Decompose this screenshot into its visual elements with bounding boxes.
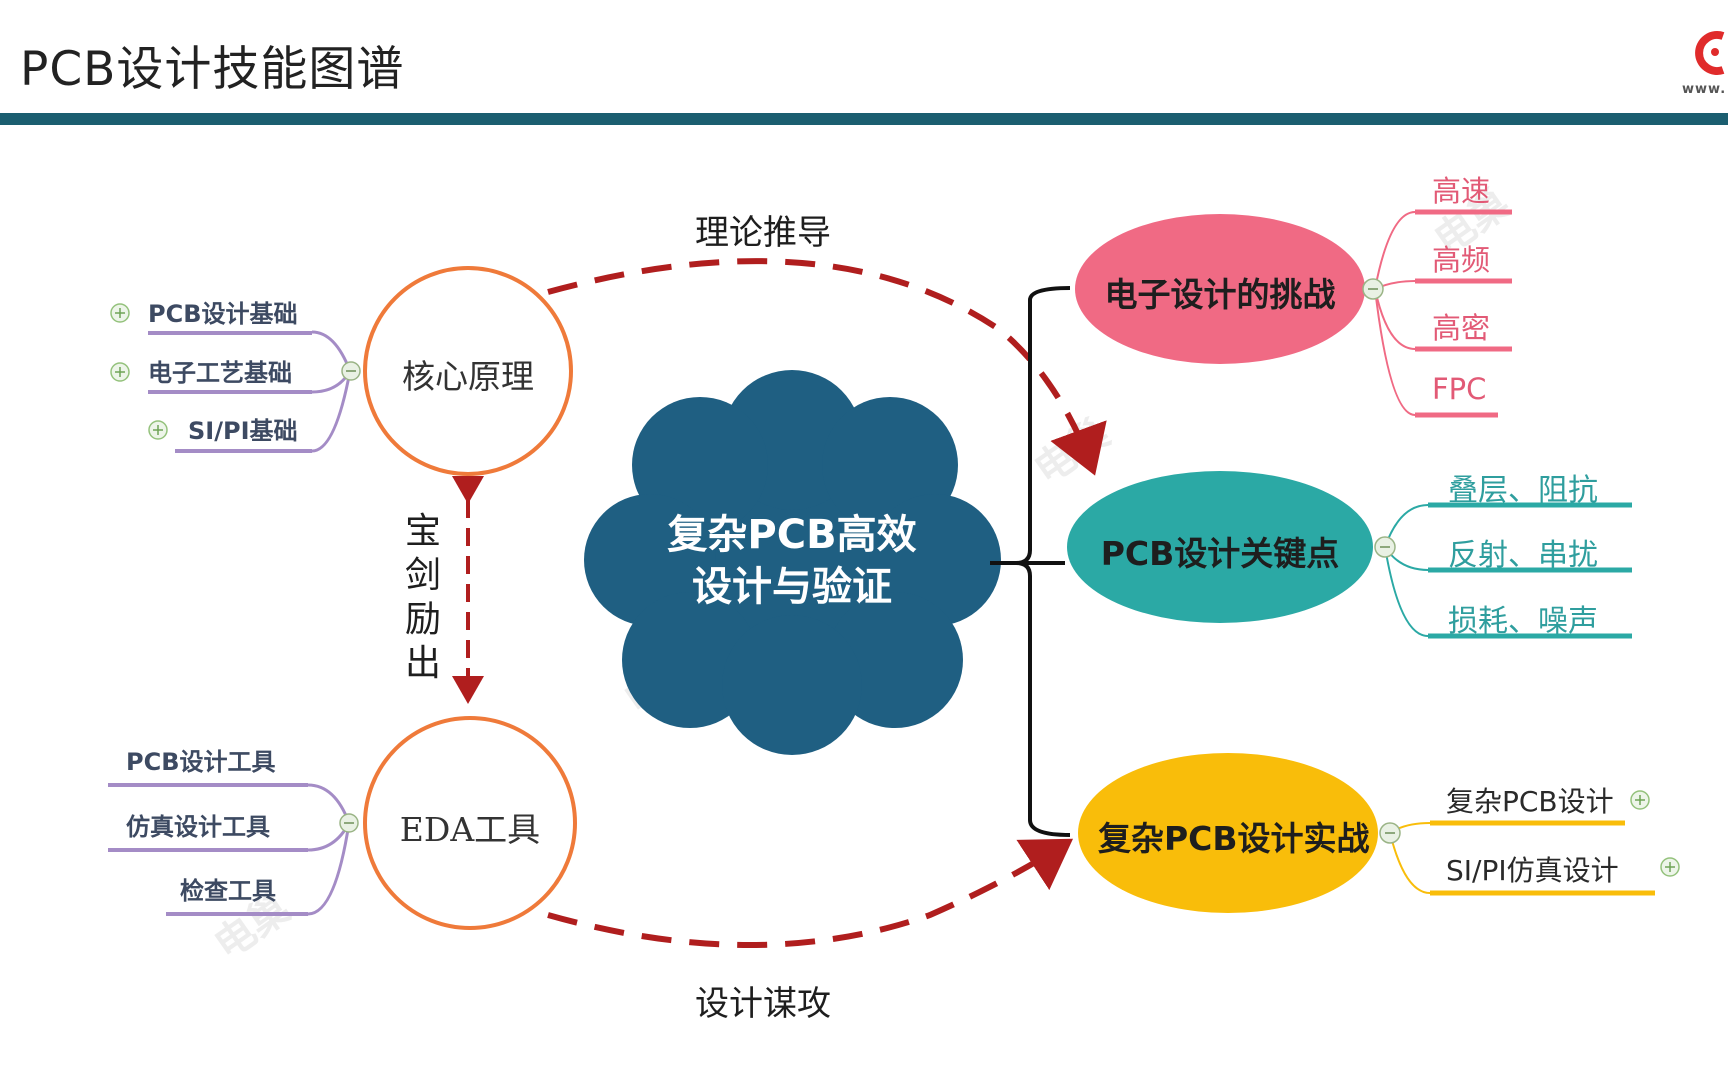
left-top-branches — [311, 330, 352, 453]
brand-logo-icon — [1685, 28, 1728, 82]
practice-item: 复杂PCB设计 — [1446, 785, 1614, 818]
eda-tools-circle — [363, 716, 577, 930]
keypoints-label: PCB设计关键点 — [1100, 534, 1340, 573]
practice-underlines — [1430, 820, 1655, 896]
header-rule — [0, 113, 1728, 125]
challenge-oval — [1075, 214, 1365, 364]
left-top-underlines — [148, 331, 312, 453]
practice-oval — [1078, 753, 1378, 913]
top-arc-label: 理论推导 — [695, 213, 831, 253]
top-dashed-arc — [547, 258, 1107, 476]
bottom-dashed-arc — [547, 838, 1074, 948]
expand-plus-icon — [110, 303, 130, 323]
left-item: 检查工具 — [180, 877, 276, 905]
left-bottom-underlines — [108, 783, 308, 916]
bottom-arc-label: 设计谋攻 — [695, 984, 831, 1024]
practice-item: SI/PI仿真设计 — [1446, 854, 1619, 887]
challenge-item: 高密 — [1432, 311, 1491, 345]
vertical-label: 宝剑励出 — [404, 511, 441, 684]
challenge-underlines — [1415, 209, 1512, 418]
left-item: PCB设计工具 — [126, 748, 276, 776]
core-principle-circle — [363, 266, 573, 476]
cloud-line-1: 复杂PCB高效 — [667, 512, 917, 558]
cloud-line-2: 设计与验证 — [692, 564, 892, 610]
practice-label: 复杂PCB设计实战 — [1098, 819, 1370, 858]
keypoint-item: 反射、串扰 — [1448, 538, 1598, 573]
left-item: PCB设计基础 — [148, 300, 298, 328]
left-item: SI/PI基础 — [188, 417, 298, 445]
challenge-item: 高频 — [1432, 243, 1491, 277]
expand-plus-icon — [148, 420, 168, 440]
center-cloud — [584, 370, 1001, 755]
logo-url: www. — [1682, 82, 1727, 97]
challenge-label: 电子设计的挑战 — [1104, 275, 1336, 314]
core-principle-label: 核心原理 — [402, 357, 534, 396]
expand-plus-icon — [1630, 790, 1650, 810]
challenge-item: FPC — [1432, 372, 1487, 406]
left-item: 电子工艺基础 — [148, 359, 292, 387]
challenge-branches — [1374, 211, 1416, 416]
keypoint-item: 叠层、阻抗 — [1448, 473, 1598, 508]
keypoints-branches — [1384, 504, 1429, 637]
left-item: 仿真设计工具 — [126, 813, 270, 841]
eda-tools-label: EDA工具 — [399, 810, 541, 849]
expand-plus-icon — [1660, 857, 1680, 877]
keypoint-item: 损耗、噪声 — [1448, 604, 1598, 639]
challenge-item: 高速 — [1432, 174, 1491, 208]
page-title: PCB设计技能图谱 — [20, 42, 405, 97]
keypoints-underlines — [1428, 502, 1632, 639]
bracket — [990, 286, 1071, 837]
left-bottom-branches — [307, 783, 351, 916]
keypoints-oval — [1067, 471, 1373, 623]
expand-plus-icon — [110, 362, 130, 382]
